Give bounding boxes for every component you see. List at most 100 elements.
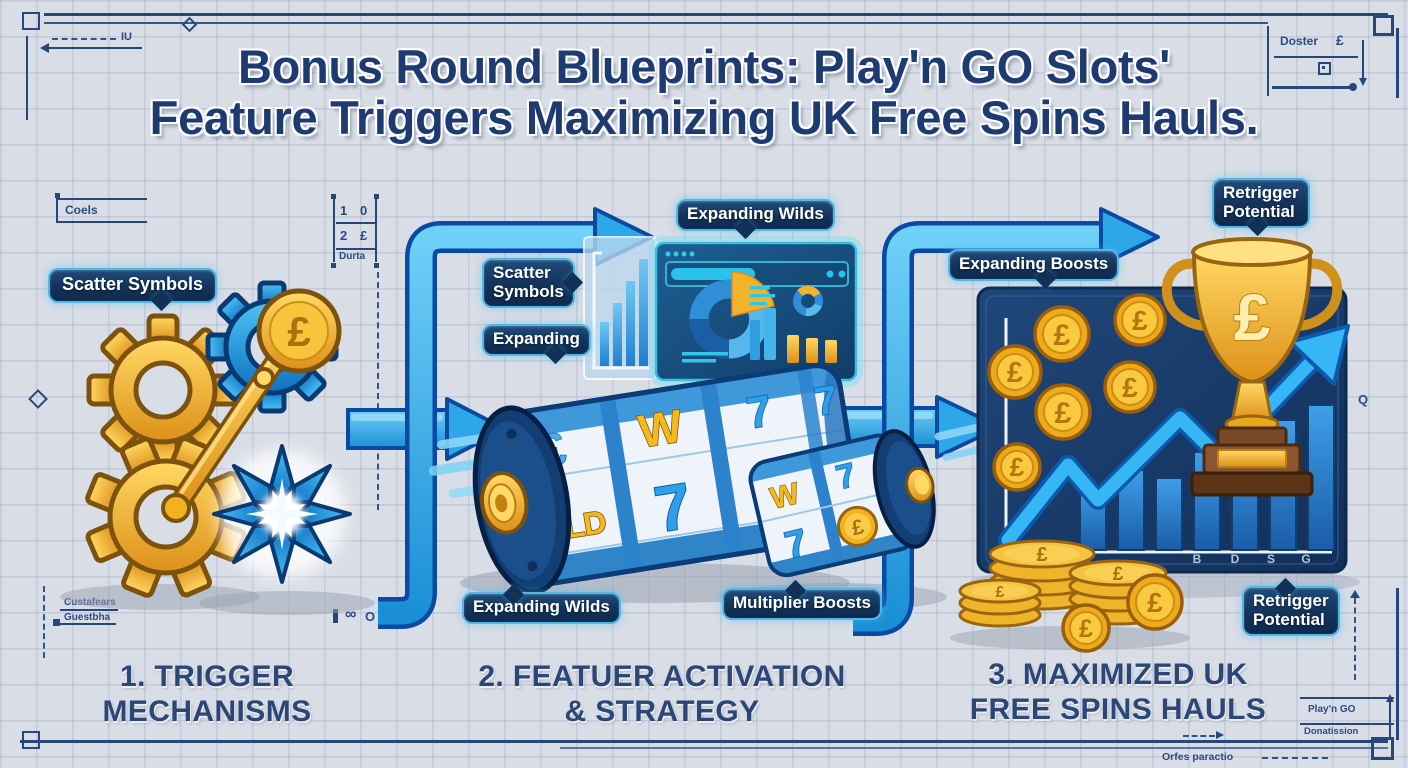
table-dashed-dropline [377,272,379,510]
svg-text:£: £ [1055,397,1072,430]
bottom-left-underline-2 [60,623,116,625]
title-line-1: Bonus Round Blueprints: Play'n GO Slots' [237,40,1171,93]
doster-box-icon [1318,62,1331,75]
svg-text:£: £ [1079,615,1093,643]
table-cell-2-2: £ [360,228,368,243]
br-dashed-vline-caret [1350,590,1360,598]
table-dot-tr [374,194,379,199]
corner-square-bottom-right [1371,737,1394,760]
bottom-border-line-2 [560,747,1388,749]
svg-text:£: £ [1007,357,1023,389]
key-pound-symbol: £ [287,308,310,355]
iu-arrow-head [40,43,49,53]
results-panel: B D S G £ £ £ £ £ £ £ [958,237,1350,653]
doster-arrow-down [1359,78,1367,86]
bottom-left-dashed-line [43,586,45,658]
coin-stacks: £ £ £ £ £ [958,539,1184,653]
corner-square-top-right [1373,15,1394,36]
callout-expanding-wilds-top: Expanding Wilds [676,199,835,240]
speed-streaks-right [934,423,982,461]
callout-multiplier-boosts: Multiplier Boosts [722,579,882,620]
table-caption: Durta [339,251,366,262]
title-line-2: Feature Triggers Maximizing UK Free Spin… [149,90,1259,144]
coels-line-bottom [57,221,147,223]
caption-section-1: 1. TRIGGER MECHANISMS [102,660,312,728]
svg-text:£: £ [1054,319,1071,352]
svg-text:£: £ [1036,544,1047,566]
svg-text:D: D [1231,552,1240,566]
callout-retrigger-bottom: Retrigger Potential [1242,577,1340,637]
svg-text:£: £ [1113,564,1124,585]
playngo-label: Play'n GO [1308,704,1356,715]
callout-retrigger-top: Retrigger Potential [1212,178,1310,237]
doster-label: Doster [1280,34,1319,48]
dashboard-panel [649,236,863,387]
svg-text:£: £ [1122,372,1138,403]
doster-vline [1267,26,1269,96]
br-dashed-arrow-head [1216,731,1224,739]
svg-text:£: £ [850,515,867,540]
floating-coins: £ £ £ £ £ £ [987,293,1167,492]
svg-text:S: S [1267,552,1275,566]
svg-text:£: £ [1147,587,1163,618]
svg-text:W: W [635,399,687,457]
br-dashed-arrow-line [1183,735,1215,737]
table-dot-br [374,263,379,268]
mini-bar-chart [583,236,657,380]
table-hline-1 [336,222,376,224]
small-reel: W 7 7 £ W £ [747,429,936,579]
io-bar-mark [333,609,338,623]
panel-tick-labels: B D S G [1193,552,1311,566]
orfes-label: Orfes paractio [1162,751,1234,763]
orfes-dash-line [1262,757,1328,759]
gold-key-icon: £ [161,288,342,523]
starburst-icon [212,444,352,584]
right-edge-line-top [1396,28,1399,98]
svg-text:B: B [1193,552,1202,566]
big-reel: £ W 7 7 WILD 7 7 £ £ [472,362,864,595]
iu-mark: IU [121,31,132,43]
doster-value: £ [1336,32,1344,48]
doster-vline-2 [1362,40,1364,78]
right-q-marker: Q [1358,392,1369,407]
corner-square-bottom-left [22,731,40,749]
caption-section-3: 3. MAXIMIZED UK FREE SPINS HAULS [969,658,1267,726]
table-vline-left [333,198,335,262]
doster-hline-2 [1272,86,1352,89]
table-cell-2-1: 2 [340,228,348,243]
trophy-icon: £ [1161,237,1343,497]
playngo-arrow-up [1386,694,1394,702]
table-cell-1-1: 1 [340,203,348,218]
caption-section-2: 2. FEATUER ACTIVATION & STRATEGY [478,660,846,728]
slot-reels: £ W 7 7 WILD 7 7 £ £ [428,362,982,595]
coels-dot [55,193,60,198]
trophy-pound-symbol: £ [1234,280,1271,354]
svg-text:£: £ [1010,452,1025,482]
top-border-line-2 [44,22,1268,24]
donut-chart-small [793,285,823,317]
io-infinity-mark: ∞ [345,606,357,623]
svg-text:G: G [1301,552,1310,566]
flow-arrows [346,207,1160,636]
playngo-box: Play'n GO [1300,697,1394,725]
bottom-left-text-2: Guestbha [64,612,111,623]
table-dot-tl [331,194,336,199]
coels-label: Coels [65,203,98,217]
trigger-mechanisms-art: £ [85,280,352,598]
playngo-vline [1389,700,1391,738]
svg-text:£: £ [1132,305,1148,336]
coels-line-top [57,198,147,200]
callout-scatter-symbols-mid: Scatter Symbols [482,258,583,309]
callout-expanding-wilds-bottom: Expanding Wilds [462,583,621,624]
doster-underline [1274,56,1358,58]
table-cell-1-2: 0 [360,203,368,218]
top-border-line [44,13,1388,16]
right-edge-line-bottom [1396,588,1399,740]
table-dot-bl [331,263,336,268]
bottom-border-line [20,740,1388,743]
bottom-left-square-dot [53,619,60,626]
svg-text:£: £ [996,584,1005,601]
left-edge-line [26,36,28,120]
